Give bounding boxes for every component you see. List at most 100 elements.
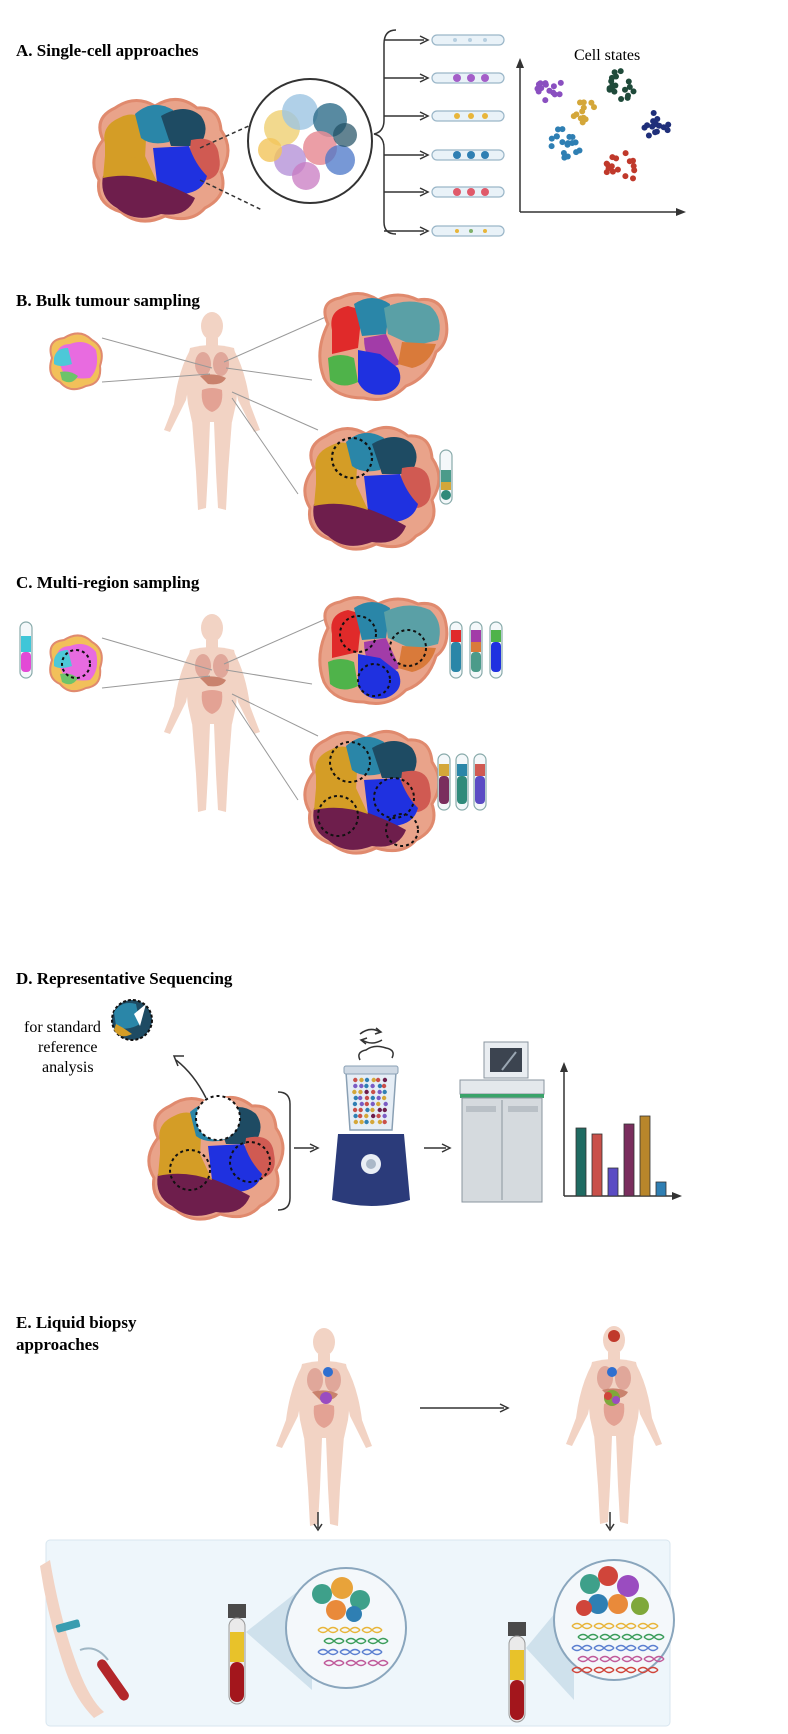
variant-bar-chart bbox=[560, 1062, 682, 1200]
arrow-head bbox=[309, 1143, 320, 1153]
reference-region-icon bbox=[111, 999, 153, 1041]
section-d: D. Representative Sequencing for standar… bbox=[16, 969, 682, 1221]
tumour-mass-icon bbox=[303, 425, 441, 551]
blender-icon bbox=[332, 1045, 410, 1206]
human-body-icon bbox=[276, 1328, 372, 1526]
cell-state-dot bbox=[625, 92, 631, 99]
blood-tube-icon bbox=[228, 1604, 246, 1705]
arrow-head bbox=[313, 1523, 323, 1532]
metastasis-marker bbox=[608, 1330, 620, 1342]
cell-state-dot bbox=[577, 115, 584, 122]
bracket bbox=[373, 29, 397, 235]
cell-state-dot bbox=[650, 110, 657, 116]
cell-state-dot bbox=[550, 83, 557, 90]
sample-tubes-group bbox=[437, 753, 487, 811]
section-e-title-line1: E. Liquid biopsy bbox=[16, 1313, 137, 1332]
cell-state-dot bbox=[559, 139, 566, 146]
primary-tumour-marker bbox=[320, 1392, 332, 1404]
cell-state-dot bbox=[652, 129, 659, 136]
section-e-title-line2: approaches bbox=[16, 1335, 99, 1354]
section-b-title: B. Bulk tumour sampling bbox=[16, 291, 200, 310]
cell-state-dot bbox=[618, 96, 625, 102]
bar bbox=[591, 1133, 603, 1197]
cell-state-dot bbox=[564, 153, 571, 160]
sample-tube-icon bbox=[439, 449, 453, 505]
cell-state-dot bbox=[591, 104, 597, 111]
cell-state-dot bbox=[560, 150, 567, 156]
sample-tubes-group bbox=[449, 621, 503, 679]
single-cell-magnifier bbox=[247, 78, 373, 204]
single-cell-tubes bbox=[431, 34, 505, 237]
tube-arrows bbox=[384, 35, 430, 236]
arrow-head bbox=[605, 1523, 615, 1532]
sampling-lines bbox=[101, 315, 329, 495]
cell-state-dot bbox=[542, 97, 549, 104]
arrow-head bbox=[441, 1143, 452, 1153]
cell-state-dot bbox=[548, 135, 555, 142]
arrow-head bbox=[499, 1403, 510, 1413]
human-body-icon bbox=[164, 614, 260, 812]
reference-note-line2: reference bbox=[38, 1039, 98, 1056]
cell-state-dot bbox=[622, 86, 628, 93]
cell-state-dot bbox=[626, 158, 633, 165]
section-c-title: C. Multi-region sampling bbox=[16, 573, 200, 592]
cell-state-dot bbox=[566, 133, 573, 140]
sample-regions bbox=[169, 1095, 271, 1191]
cell-state-dot bbox=[553, 133, 560, 140]
small-tumour-icon bbox=[49, 332, 103, 391]
blood-tube-icon bbox=[508, 1622, 526, 1723]
cell-state-dot bbox=[617, 68, 624, 75]
cell-state-dot bbox=[603, 160, 610, 167]
cell-states-label: Cell states bbox=[574, 47, 640, 64]
cell-state-dot bbox=[645, 132, 652, 139]
cell-state-dot bbox=[612, 82, 619, 89]
section-b: B. Bulk tumour sampling bbox=[16, 291, 453, 551]
reference-note-line3: analysis bbox=[42, 1059, 94, 1076]
cell-states-plot: Cell states bbox=[516, 47, 686, 216]
blood-draw-icon bbox=[40, 1560, 129, 1718]
ctdna-magnifier bbox=[285, 1567, 407, 1689]
cell-state-dot bbox=[542, 80, 549, 87]
cell-state-dot bbox=[608, 74, 615, 81]
bar bbox=[639, 1115, 651, 1197]
tumour-mass-icon bbox=[303, 729, 441, 855]
zoom-line bbox=[199, 179, 263, 211]
section-a-title: A. Single-cell approaches bbox=[16, 41, 199, 60]
bar bbox=[607, 1167, 619, 1197]
cell-state-dot bbox=[625, 78, 632, 85]
sampling-lines bbox=[101, 617, 329, 801]
small-tumour-icon bbox=[49, 634, 103, 693]
cell-state-dot bbox=[649, 123, 656, 130]
cell-state-dot bbox=[626, 84, 633, 90]
cell-state-dot bbox=[630, 88, 637, 95]
cell-state-dot bbox=[622, 150, 629, 157]
cell-state-dot bbox=[573, 111, 580, 118]
human-body-icon bbox=[164, 312, 260, 510]
cell-state-dot bbox=[535, 81, 542, 88]
cell-state-dot bbox=[630, 163, 637, 169]
sample-regions bbox=[317, 741, 419, 847]
sample-region bbox=[330, 436, 374, 480]
bar bbox=[623, 1123, 635, 1197]
cell-state-dot bbox=[609, 168, 616, 175]
cell-state-dot bbox=[650, 118, 657, 125]
cell-state-dot bbox=[609, 154, 616, 161]
cell-state-dot bbox=[569, 140, 576, 146]
metastasis-marker bbox=[607, 1367, 617, 1377]
cell-state-dot bbox=[565, 140, 571, 147]
bracket bbox=[277, 1091, 291, 1211]
cell-state-dot bbox=[546, 87, 553, 94]
cell-state-dot bbox=[551, 91, 558, 98]
section-e: E. Liquid biopsy approaches bbox=[16, 1313, 675, 1727]
ctdna-magnifier bbox=[553, 1559, 675, 1681]
sample-tube-icon bbox=[19, 621, 33, 679]
tumour-variant-icon bbox=[318, 596, 449, 705]
cell-state-dot bbox=[656, 122, 663, 129]
metastasis-marker bbox=[323, 1367, 333, 1377]
section-a: A. Single-cell approaches bbox=[16, 29, 686, 237]
cell-state-dot bbox=[606, 85, 613, 92]
cell-state-dot bbox=[605, 165, 612, 172]
cell-state-dot bbox=[665, 121, 672, 128]
cell-state-dot bbox=[548, 143, 555, 150]
cell-state-dot bbox=[579, 108, 586, 115]
